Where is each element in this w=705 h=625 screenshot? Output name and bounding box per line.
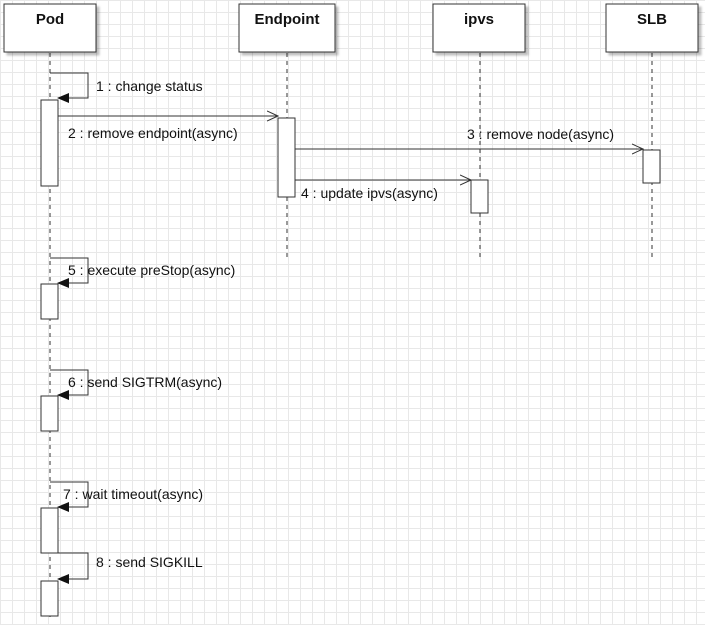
actor-endpoint: Endpoint	[238, 3, 336, 53]
activation-pod-4	[40, 507, 59, 554]
message-7-label: 7 : wait timeout(async)	[63, 486, 203, 502]
message-2: 2 : remove endpoint(async)	[58, 116, 278, 141]
message-8-label: 8 : send SIGKILL	[96, 554, 203, 570]
activation-ipvs	[470, 179, 489, 214]
activation-pod-3	[40, 395, 59, 432]
message-6-label: 6 : send SIGTRM(async)	[68, 374, 222, 390]
message-3-label: 3 : remove node(async)	[467, 126, 614, 142]
activation-endpoint	[277, 117, 296, 198]
message-7: 7 : wait timeout(async)	[50, 481, 203, 512]
message-2-label: 2 : remove endpoint(async)	[68, 125, 238, 141]
activation-pod-1	[40, 99, 59, 187]
message-5-label: 5 : execute preStop(async)	[68, 262, 235, 278]
actor-slb: SLB	[605, 3, 699, 53]
actor-endpoint-label: Endpoint	[255, 11, 320, 28]
actor-pod-label: Pod	[36, 11, 64, 28]
message-3: 3 : remove node(async)	[295, 126, 643, 149]
activation-slb	[642, 149, 661, 184]
message-4-label: 4 : update ipvs(async)	[301, 185, 438, 201]
message-1-label: 1 : change status	[96, 78, 203, 94]
actor-ipvs: ipvs	[432, 3, 526, 53]
actor-slb-label: SLB	[637, 11, 667, 28]
message-4: 4 : update ipvs(async)	[295, 180, 471, 201]
message-6: 6 : send SIGTRM(async)	[50, 369, 222, 400]
message-5: 5 : execute preStop(async)	[50, 257, 235, 288]
activation-pod-5	[40, 580, 59, 617]
message-8: 8 : send SIGKILL	[50, 552, 203, 584]
message-1: 1 : change status	[50, 72, 203, 103]
activation-pod-2	[40, 283, 59, 320]
actor-ipvs-label: ipvs	[464, 11, 494, 28]
actor-pod: Pod	[3, 3, 97, 53]
